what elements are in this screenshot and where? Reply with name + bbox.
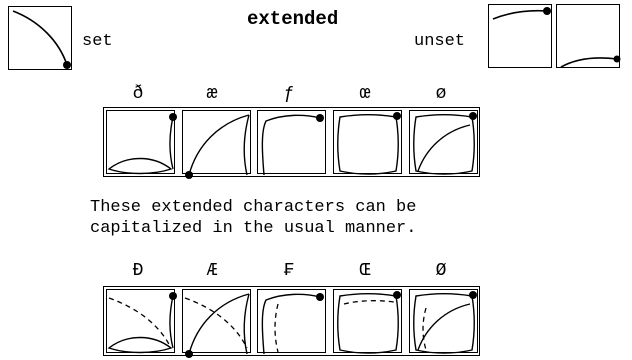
- unset-label: unset: [414, 32, 466, 51]
- glyph-cell-oe: [333, 110, 402, 175]
- char-oe-capital: Œ: [359, 261, 371, 281]
- glyph-strip-capital: [103, 286, 480, 358]
- f-hook-stroke-icon: [261, 114, 324, 176]
- ae-stroke-icon: [185, 114, 250, 179]
- glyph-cell-o-slash-capital: [409, 289, 478, 354]
- char-ae: æ: [206, 84, 218, 104]
- set-curve-icon: [12, 10, 71, 69]
- set-example-box: [8, 6, 72, 70]
- oe-stroke-icon: [337, 112, 401, 175]
- ae-capital-stroke-icon: [184, 293, 250, 358]
- glyph-strip-lowercase: [103, 107, 480, 179]
- char-oe: œ: [359, 84, 371, 104]
- glyph-cell-eth-capital: [106, 289, 177, 354]
- char-franc: ₣: [283, 261, 295, 281]
- note-line-1: These extended characters can be: [90, 198, 417, 217]
- char-ae-capital: Æ: [206, 261, 218, 281]
- glyph-cell-f-hook: [257, 110, 326, 176]
- char-eth-capital: Ð: [132, 261, 144, 281]
- oe-capital-stroke-icon: [337, 291, 401, 354]
- char-o-slash-capital: Ø: [435, 261, 447, 281]
- glyph-cell-ae: [182, 110, 251, 179]
- o-slash-stroke-icon: [413, 112, 477, 175]
- glyph-cell-franc: [257, 289, 326, 355]
- char-eth: ð: [132, 84, 144, 104]
- franc-stroke-icon: [261, 293, 324, 355]
- glyph-cell-eth: [106, 110, 177, 175]
- char-o-slash: ø: [435, 84, 447, 104]
- glyph-cell-oe-capital: [333, 289, 402, 354]
- glyph-cell-ae-capital: [182, 289, 251, 358]
- eth-capital-stroke-icon: [107, 292, 177, 354]
- glyph-cell-o-slash: [409, 110, 478, 175]
- set-label: set: [82, 32, 113, 51]
- char-f-hook: ƒ: [283, 84, 295, 104]
- unset-curve-bottom-icon: [560, 55, 621, 68]
- note-line-2: capitalized in the usual manner.: [90, 219, 417, 238]
- o-slash-capital-stroke-icon: [413, 291, 477, 354]
- unset-curve-top-icon: [492, 7, 551, 20]
- unset-example-box-1: [488, 4, 552, 68]
- page-title: extended: [247, 8, 339, 30]
- eth-stroke-icon: [107, 113, 177, 175]
- unset-example-box-2: [556, 4, 621, 68]
